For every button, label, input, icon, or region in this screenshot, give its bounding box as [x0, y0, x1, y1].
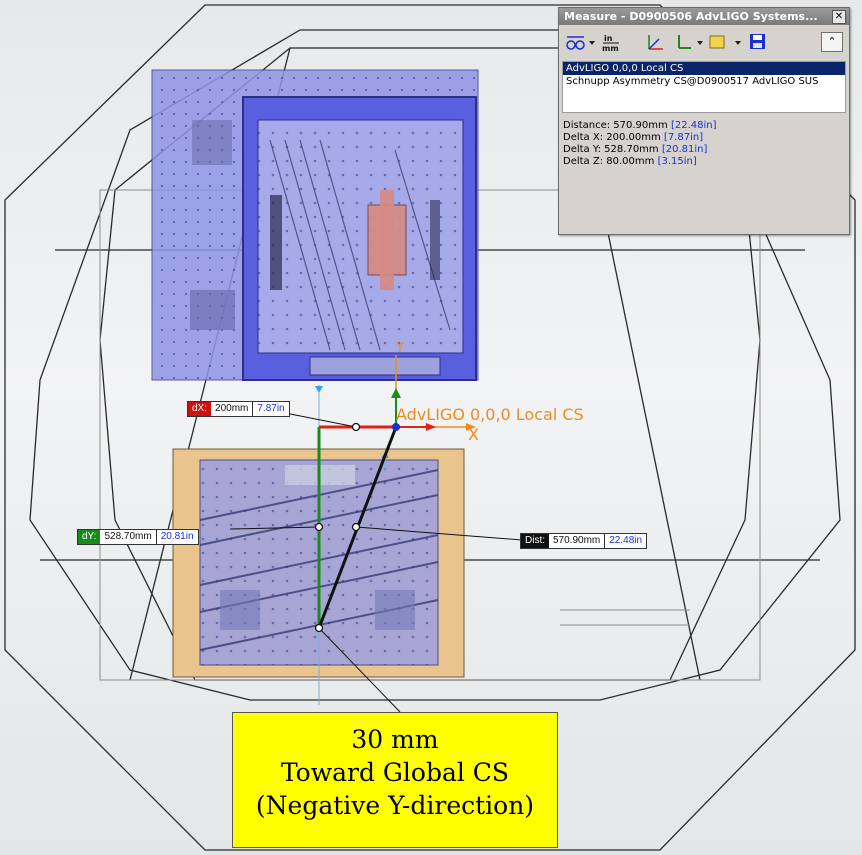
dx-tag-mm: 200mm — [211, 402, 254, 416]
coordinate-triad — [391, 355, 476, 431]
panel-title: Measure - D0900506 AdvLIGO Systems... — [564, 10, 818, 23]
result-delta-z: Delta Z: 80.00mm [3.15in] — [563, 156, 716, 168]
result-delta-z-mm: Delta Z: 80.00mm — [563, 156, 655, 167]
coordinate-system-icon — [678, 35, 703, 49]
dx-tag-inch: 7.87in — [257, 403, 285, 414]
units-button[interactable]: in mm — [601, 31, 641, 53]
collapse-button[interactable]: ⌃ — [821, 32, 843, 52]
units-icon: in mm — [602, 34, 619, 53]
coordinate-system-button[interactable] — [671, 31, 705, 53]
result-distance-in: [22.48in] — [670, 120, 717, 131]
measure-mode-icon — [566, 36, 595, 50]
measure-results: Distance: 570.90mm [22.48in] Delta X: 20… — [563, 120, 716, 168]
selection-item-schnupp-cs[interactable]: Schnupp Asymmetry CS@D0900517 AdvLIGO SU… — [566, 76, 819, 87]
cs-x-axis-label: X — [468, 425, 479, 444]
dx-tag-label: dX: — [188, 402, 212, 416]
xyz-projection-button[interactable] — [643, 31, 669, 53]
point-button[interactable] — [707, 31, 743, 53]
selection-list[interactable]: AdvLIGO 0,0,0 Local CS Schnupp Asymmetry… — [562, 61, 846, 113]
xyz-projection-icon — [648, 35, 663, 50]
result-delta-x: Delta X: 200.00mm [7.87in] — [563, 132, 716, 144]
result-distance-mm: Distance: 570.90mm — [563, 120, 668, 131]
cs-y-axis-label: Y — [395, 341, 404, 356]
point-icon — [709, 35, 741, 49]
measure-panel[interactable]: Measure - D0900506 AdvLIGO Systems... ✕ … — [558, 7, 850, 235]
dist-dimension-tag[interactable]: Dist: 570.90mm 22.48in — [520, 533, 648, 549]
callout-line-1: 30 mm — [351, 725, 439, 754]
units-in-text: in — [604, 34, 613, 43]
callout-line-2: Toward Global CS — [280, 758, 510, 787]
callout-line-3: (Negative Y-direction) — [255, 791, 535, 820]
dy-dimension-tag[interactable]: dY: 528.70mm 20.81in — [77, 529, 199, 545]
upper-optical-table — [151, 69, 479, 381]
result-delta-x-in: [7.87in] — [663, 132, 704, 143]
dist-tag-mm: 570.90mm — [549, 534, 606, 548]
result-delta-z-in: [3.15in] — [657, 156, 697, 167]
annotation-callout: 30 mm Toward Global CS (Negative Y-direc… — [232, 712, 558, 848]
projection-marker-top — [315, 386, 323, 393]
measure-mode-button[interactable] — [563, 31, 597, 53]
local-cs-label: AdvLIGO 0,0,0 Local CS — [396, 405, 584, 424]
result-delta-x-mm: Delta X: 200.00mm — [563, 132, 661, 143]
save-button[interactable] — [747, 31, 769, 53]
dy-tag-label: dY: — [78, 530, 101, 544]
dx-dimension-tag[interactable]: dX: 200mm 7.87in — [187, 401, 290, 417]
result-distance: Distance: 570.90mm [22.48in] — [563, 120, 716, 132]
result-delta-y-in: [20.81in] — [661, 144, 708, 155]
panel-titlebar[interactable]: Measure - D0900506 AdvLIGO Systems... ✕ — [559, 8, 849, 25]
result-delta-y: Delta Y: 528.70mm [20.81in] — [563, 144, 716, 156]
measure-endpoints — [314, 422, 361, 633]
measure-toolbar: in mm — [563, 28, 845, 58]
units-mm-text: mm — [602, 44, 619, 53]
result-delta-y-mm: Delta Y: 528.70mm — [563, 144, 659, 155]
close-button[interactable]: ✕ — [832, 10, 846, 24]
selection-item-local-cs[interactable]: AdvLIGO 0,0,0 Local CS — [563, 62, 845, 75]
dy-tag-mm: 528.70mm — [100, 530, 157, 544]
dy-tag-inch: 20.81in — [160, 531, 194, 542]
dist-tag-inch: 22.48in — [609, 535, 643, 546]
save-icon — [750, 34, 765, 49]
dist-tag-label: Dist: — [521, 534, 549, 548]
